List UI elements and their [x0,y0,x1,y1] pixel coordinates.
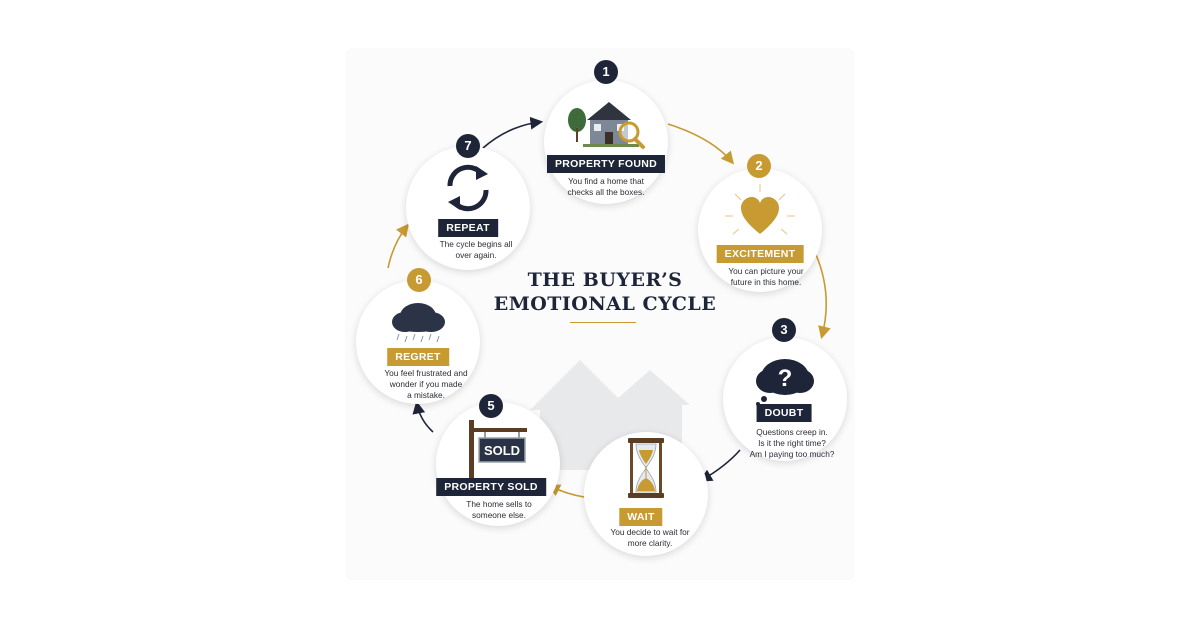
step-5-label: PROPERTY SOLD [436,478,546,496]
step-2-label: EXCITEMENT [716,245,804,263]
step-wait [584,432,708,556]
rain-cloud-icon [392,303,445,343]
step-regret [356,280,480,404]
title-line-1: THE BUYER’S [527,269,683,291]
step-2-description: You can picture your future in this home… [728,266,804,287]
arrow-5-to-6 [412,400,434,433]
step-7-description: The cycle begins all over again. [439,239,513,260]
step-property-sold: SOLD [436,402,560,526]
step-1-description: You find a home that checks all the boxe… [567,176,645,197]
step-2-badge: 2 [747,154,771,178]
step-3-description: Questions creep in. Is it the right time… [749,427,835,459]
arrow-6-to-7 [387,223,409,269]
arrow-1-to-2 [667,123,735,165]
step-7-badge: 7 [456,134,480,158]
step-3-label: DOUBT [756,404,812,422]
sold-sign-icon: SOLD [469,420,527,480]
arrow-7-to-1 [482,116,544,149]
step-5-badge: 5 [479,394,503,418]
heart-icon [725,184,795,235]
step-6-label: REGRET [387,348,449,366]
step-4-label: WAIT [619,508,663,526]
repeat-cycle-icon [447,164,489,212]
step-doubt: ? [723,337,847,461]
question-cloud-icon: ? [756,359,814,406]
step-1-badge: 1 [594,60,618,84]
step-3-badge: 3 [772,318,796,342]
step-property-found [544,80,668,204]
house-magnifier-icon [568,102,645,149]
title-line-2: EMOTIONAL CYCLE [493,293,717,315]
step-7-label: REPEAT [438,219,498,237]
step-4-description: You decide to wait for more clarity. [610,527,690,548]
step-5-description: The home sells to someone else. [466,499,532,520]
sold-sign-text: SOLD [484,443,520,458]
title-divider [570,322,636,323]
step-6-badge: 6 [407,268,431,292]
step-1-label: PROPERTY FOUND [546,155,666,173]
step-excitement [698,168,822,292]
step-repeat [406,146,530,270]
step-6-description: You feel frustrated and wonder if you ma… [384,368,468,400]
hourglass-icon [628,438,664,498]
svg-text:?: ? [778,365,793,392]
